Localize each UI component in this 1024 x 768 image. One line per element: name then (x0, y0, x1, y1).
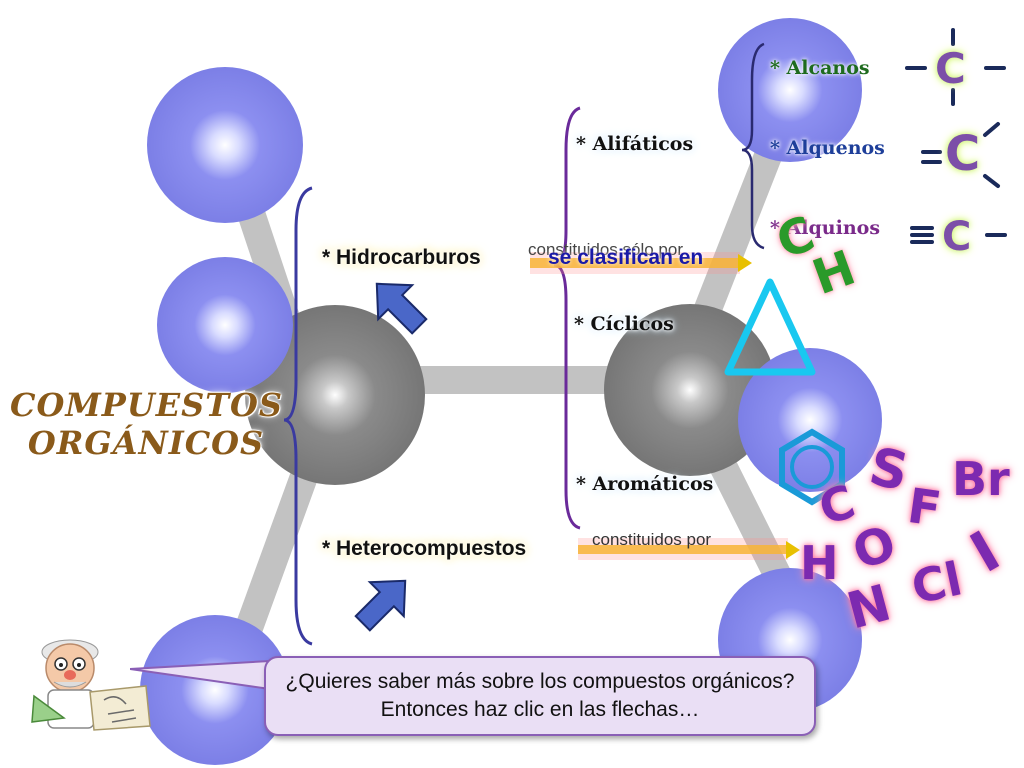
bubble-pointer (130, 659, 270, 691)
up-arrow-icon (375, 282, 428, 335)
element-cl: Cl (906, 551, 967, 615)
benzene-ring-icon (779, 428, 845, 506)
hydrogen-atom (738, 348, 882, 492)
carbon-atom-left (245, 305, 425, 485)
category-heterocompuestos[interactable]: * Heterocompuestos (322, 537, 527, 560)
type-alquenos: * Alquenos (770, 137, 885, 159)
hydrogen-atom (140, 615, 290, 765)
hydrogen-atom (718, 18, 862, 162)
hydrogen-atom (157, 257, 293, 393)
connector-label-constituidos: constituidos por (592, 530, 712, 549)
element-br: Br (952, 452, 1010, 506)
carbon-triple-bond-symbol: C (942, 214, 972, 260)
subclass-aromaticos: * Aromáticos (576, 473, 714, 495)
carbon-atom-right (604, 304, 776, 476)
carbon-double-bond-symbol: C (945, 126, 981, 182)
subclass-ciclicos: * Cíclicos (574, 313, 674, 335)
left-brace-icon (741, 42, 765, 250)
speech-bubble: ¿Quieres saber más sobre los compuestos … (264, 656, 816, 736)
speech-bubble-text: ¿Quieres saber más sobre los compuestos … (285, 670, 795, 721)
left-brace-icon (283, 186, 313, 646)
type-alcanos: * Alcanos (770, 57, 870, 79)
up-arrow-icon (354, 579, 407, 632)
title-line-2: ORGÁNICOS (27, 424, 265, 462)
connector-label-constituidos-solo: constituidos sólo por (528, 240, 683, 259)
category-hidrocarburos[interactable]: * Hidrocarburos (322, 246, 481, 269)
scientist-icon (31, 639, 151, 731)
triangle-icon (724, 278, 816, 376)
right-arrow-icon (578, 538, 800, 560)
carbon-single-bond-symbol: C (935, 44, 966, 93)
page-title: COMPUESTOS ORGÁNICOS (10, 386, 282, 462)
connector-label-se-clasifican: se clasifican en (548, 246, 704, 269)
title-line-1: COMPUESTOS (10, 386, 284, 424)
type-alquinos: * Alquinos (770, 217, 881, 239)
hydrogen-atom (147, 67, 303, 223)
subclass-alifaticos: * Alifáticos (576, 133, 694, 155)
right-arrow-icon (530, 252, 752, 274)
element-h: H (800, 536, 839, 590)
